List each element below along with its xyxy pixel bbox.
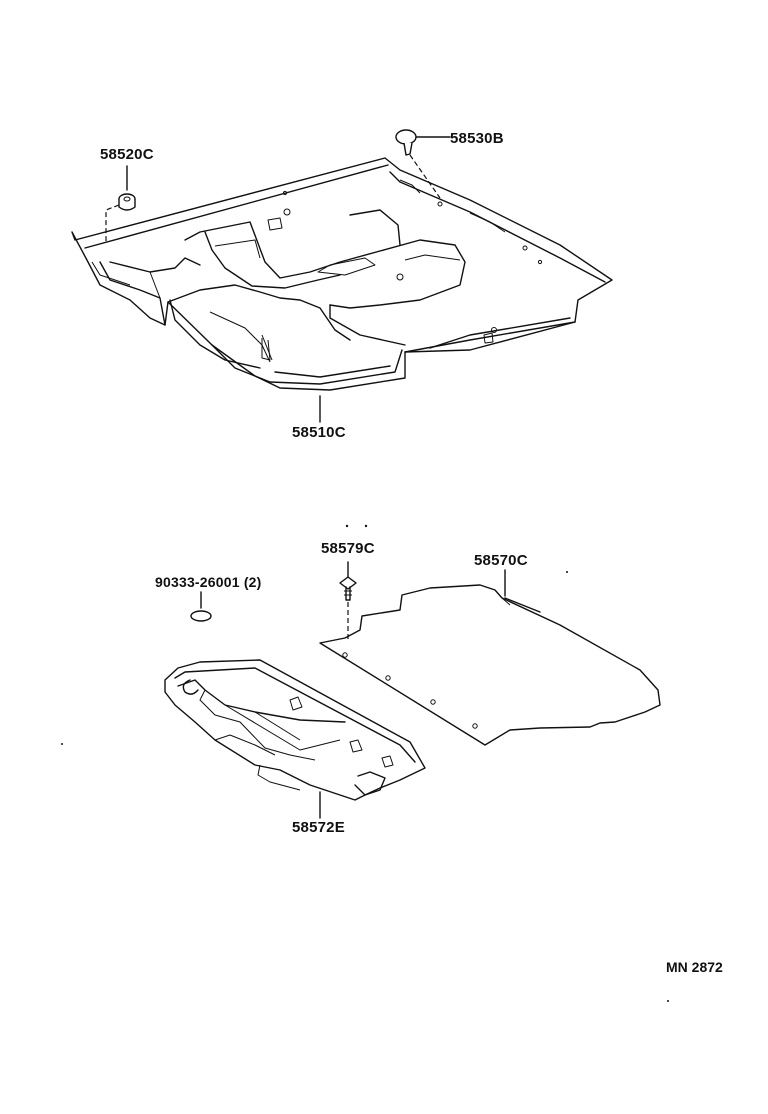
- part-label-58572e: 58572E: [292, 819, 345, 836]
- part-label-58579c: 58579C: [321, 540, 375, 557]
- clip-58520c-drawing: [105, 165, 136, 242]
- part-label-58570c: 58570C: [474, 552, 528, 569]
- diagram-reference-code: MN 2872: [666, 959, 723, 975]
- part-label-58520c: 58520C: [100, 146, 154, 163]
- cover-58572e-drawing: [164, 659, 426, 801]
- part-label-58530b: 58530B: [450, 130, 504, 147]
- clip-58530b-drawing: [395, 129, 451, 199]
- floor-carpet-front-drawing: [71, 157, 613, 391]
- screw-58579c-drawing: [339, 561, 357, 640]
- scan-dot: [61, 743, 63, 745]
- floor-mat-rear-drawing: [319, 584, 661, 746]
- plug-90333-drawing: [190, 591, 212, 622]
- part-label-90333: 90333-26001 (2): [155, 574, 262, 590]
- scan-dot: [345, 524, 349, 528]
- scan-dot: [667, 1000, 669, 1002]
- scan-dot: [364, 524, 368, 528]
- scan-dot: [566, 571, 568, 573]
- part-label-58510c: 58510C: [292, 424, 346, 441]
